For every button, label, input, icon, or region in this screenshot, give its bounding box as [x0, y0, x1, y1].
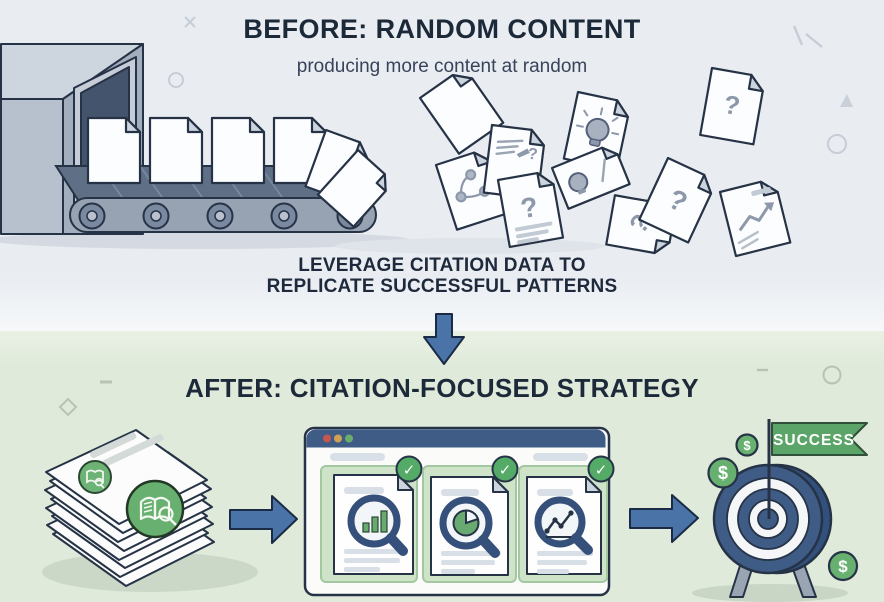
- dollar-icon: $: [743, 438, 751, 453]
- before-title-prefix: BEFORE:: [243, 14, 368, 44]
- decor-slashes-icon: [792, 25, 823, 48]
- magnifier-handle: [386, 533, 408, 556]
- window-control-close: [323, 434, 331, 443]
- magnifier-pie-chart-icon: [439, 496, 500, 558]
- result-card-2: ✓: [422, 455, 519, 583]
- document-stack: [42, 429, 258, 592]
- book-icon: [78, 460, 112, 494]
- stack-sheet-fold: [167, 451, 208, 481]
- book-search-badge: [125, 479, 185, 539]
- scattered-document: ?: [699, 66, 764, 146]
- transition-line-2: REPLICATE SUCCESSFUL PATTERNS: [266, 276, 618, 297]
- window-controls: [323, 434, 353, 443]
- after-title: AFTER: CITATION-FOCUSED STRATEGY: [0, 373, 884, 404]
- dollar-badge: $: [735, 433, 759, 457]
- after-title-prefix: AFTER:: [185, 373, 283, 403]
- target-rings: [712, 463, 833, 575]
- toolbar-placeholder: [330, 453, 385, 461]
- scribble-icon: [495, 139, 530, 158]
- check-icon: ✓: [587, 455, 615, 483]
- svg-text:✓: ✓: [403, 462, 416, 479]
- decor-triangle-icon: [840, 94, 853, 107]
- decor-bottom: [58, 365, 842, 417]
- magnifier-handle: [571, 533, 593, 555]
- lightbulb-icon: [576, 107, 620, 147]
- flow-arrow-right-1: [229, 495, 298, 544]
- slash-line: [601, 158, 606, 183]
- success-target: SUCCESS $ $ $: [692, 419, 868, 602]
- before-title-text: RANDOM CONTENT: [375, 14, 641, 44]
- decor-top: [168, 16, 853, 154]
- stack-text-lines: [90, 432, 164, 467]
- scattered-document: ?: [496, 171, 565, 249]
- scattered-document: [550, 146, 631, 210]
- dollar-badge: $: [827, 550, 859, 582]
- transition-line-1: LEVERAGE CITATION DATA TO: [298, 255, 586, 276]
- question-icon: ?: [518, 191, 540, 225]
- flag-label: SUCCESS: [773, 432, 855, 449]
- result-card-3: ✓: [518, 455, 615, 583]
- after-title-text: CITATION-FOCUSED STRATEGY: [289, 373, 699, 403]
- target-shadow: [692, 584, 848, 602]
- question-icon: ?: [721, 89, 742, 121]
- scattered-document: [718, 180, 792, 258]
- check-icon: ✓: [395, 455, 423, 483]
- scattered-document: [418, 73, 505, 155]
- dollar-icon: $: [718, 463, 728, 483]
- before-subtitle: producing more content at random: [296, 56, 588, 77]
- decor-circle-icon: [168, 72, 184, 88]
- network-icon: [455, 169, 491, 203]
- flow-arrow-down: [423, 313, 465, 365]
- magnifier-bar-chart-icon: [347, 494, 408, 556]
- lightbulb-icon: [568, 172, 589, 195]
- text-lines: [737, 230, 760, 250]
- before-title: BEFORE: RANDOM CONTENT: [0, 14, 884, 45]
- trend-arrow-icon: [738, 202, 775, 232]
- flow-arrow-right-2: [629, 494, 699, 543]
- window-control-minimize: [334, 434, 342, 443]
- decor-circle-icon: [822, 365, 842, 385]
- dollar-icon: $: [838, 557, 848, 576]
- decor-circle-icon: [827, 134, 847, 154]
- falling-document: [316, 148, 387, 228]
- check-icon: ✓: [491, 455, 519, 483]
- scattered-document: [562, 90, 630, 171]
- book-search-icon: [139, 496, 177, 526]
- documents-shadow: [335, 238, 605, 254]
- text-lines: [514, 221, 553, 245]
- browser-titlebar: [306, 429, 606, 448]
- window-control-maximize: [345, 434, 353, 443]
- magnifier-line-chart-icon: [534, 496, 593, 555]
- browser-window: ✓ ✓: [303, 426, 615, 597]
- success-flag: SUCCESS: [771, 422, 868, 456]
- magnifier-handle: [478, 535, 500, 558]
- svg-text:✓: ✓: [499, 462, 512, 479]
- scattered-documents: ? ?: [418, 66, 792, 258]
- toolbar-placeholder: [533, 453, 588, 461]
- decor-x-icon: [184, 16, 196, 28]
- dollar-badge: $: [707, 457, 739, 489]
- result-card-1: ✓: [320, 455, 423, 583]
- machine-shadow: [0, 231, 410, 249]
- svg-text:✓: ✓: [595, 462, 608, 479]
- question-icon: ?: [527, 146, 539, 164]
- decor-diamond-icon: [58, 397, 78, 417]
- belt-documents: [86, 116, 387, 228]
- transition-message: LEVERAGE CITATION DATA TO REPLICATE SUCC…: [0, 255, 884, 297]
- scattered-document: ?: [638, 156, 713, 244]
